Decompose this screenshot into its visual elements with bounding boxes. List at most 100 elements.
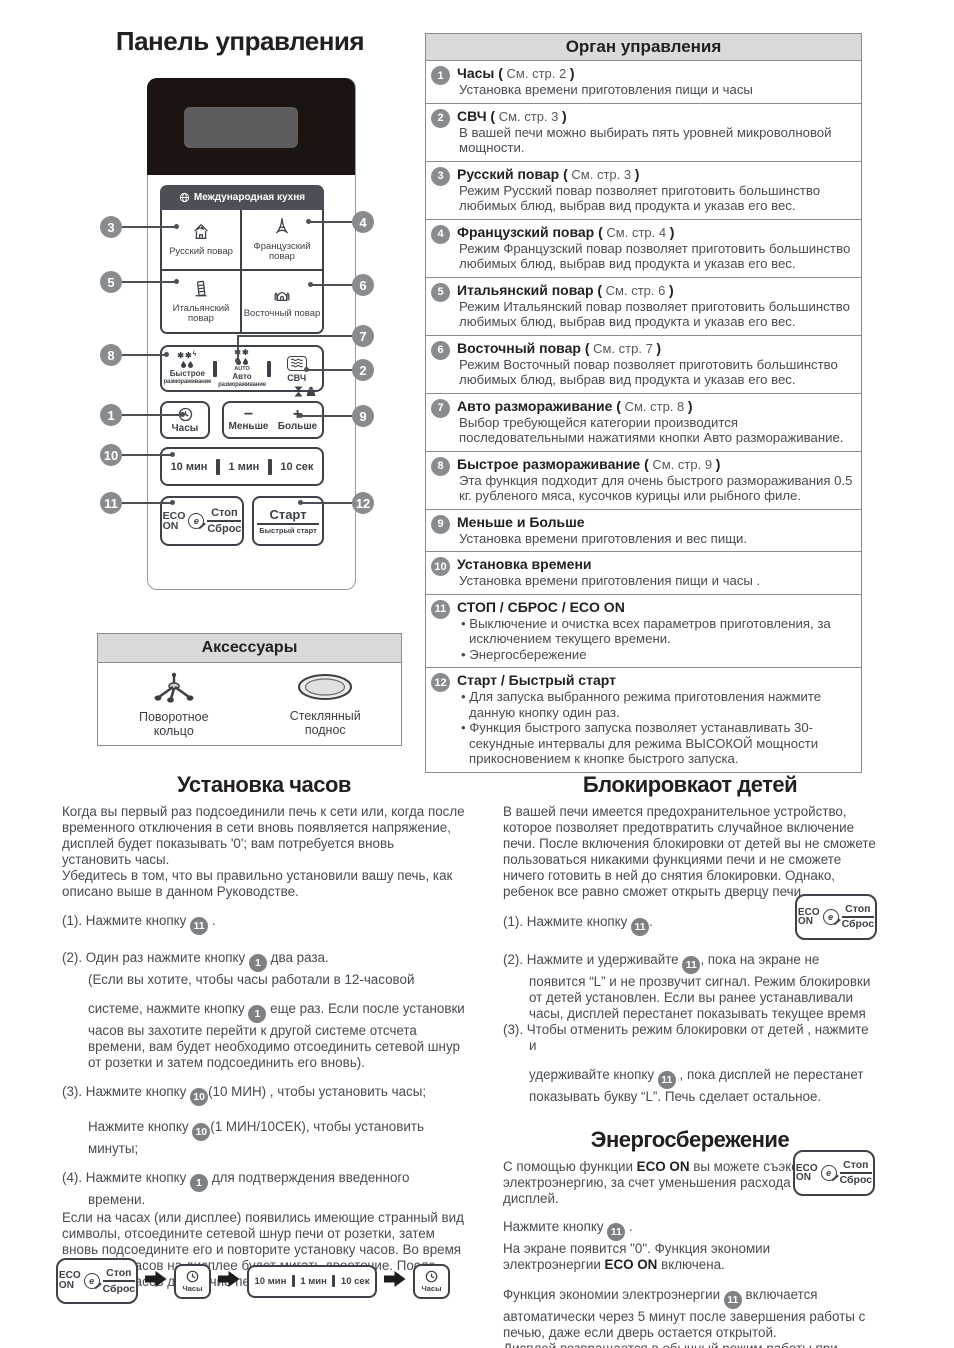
clock-step-4: (4). Нажмите кнопку 1 для подтверждения … (62, 1170, 410, 1207)
microwave-waves-icon (286, 355, 307, 371)
oriental-chef-label: Восточный повар (243, 308, 321, 319)
callout-dot (174, 279, 179, 284)
arrow-right-icon (145, 1270, 167, 1293)
badge-10: 10 (190, 1088, 209, 1106)
ten-min-button[interactable]: 10 мин (170, 460, 208, 473)
callout-line (302, 415, 352, 417)
table-row: 4 Французский повар ( См. стр. 4 ) Режим… (426, 220, 861, 278)
separator-bar (332, 1275, 336, 1287)
energy-note-1: На экране появится "0". Функция экономии… (503, 1241, 771, 1272)
russian-hut-icon (191, 222, 211, 246)
accessories-box: Аксессуары Поворотное кольцо Стеклянный … (97, 633, 402, 746)
clock-button[interactable]: Часы (174, 1263, 211, 1299)
eco-icon: e (820, 1165, 837, 1181)
table-row: 7 Авто размораживание ( См. стр. 8 ) Выб… (426, 394, 861, 452)
international-kitchen-group: Международная кухня Русский повар Францу… (160, 185, 324, 334)
roller-ring-item: Поворотное кольцо (98, 670, 250, 738)
less-button[interactable]: − Меньше (224, 403, 273, 437)
more-button[interactable]: + Больше (273, 403, 322, 437)
weight-icon (306, 384, 316, 402)
callout-line (122, 281, 176, 283)
eco-icon: e (188, 513, 205, 529)
callout-dot (170, 500, 175, 505)
clock-button[interactable]: Часы (160, 401, 210, 439)
time-set-row[interactable]: 10 мин 1 мин 10 сек (247, 1264, 377, 1298)
table-row: 9 Меньше и Больше Установка времени приг… (426, 510, 861, 552)
badge-1: 1 (248, 1005, 267, 1023)
child-lock-step-3b: удерживайте кнопку 11 , пока дисплей не … (529, 1067, 864, 1104)
row-number-badge: 11 (431, 599, 450, 619)
callout-6: 6 (352, 274, 374, 296)
start-button[interactable]: Старт Быстрый старт (252, 496, 324, 546)
eco-icon: e (83, 1273, 100, 1289)
ten-sec-button[interactable]: 10 сек (280, 460, 314, 473)
quick-defrost-button[interactable]: ✱✱ϟ Быстрое размораживание (163, 351, 212, 385)
callout-line (312, 284, 352, 286)
callout-12: 12 (352, 492, 374, 514)
globe-icon (179, 192, 190, 203)
badge-11: 11 (190, 917, 209, 935)
more-label: Больше (277, 421, 318, 432)
table-row: 6 Восточный повар ( См. стр. 7 ) Режим В… (426, 336, 861, 394)
callout-dot (308, 282, 313, 287)
clock-button-label: Часы (171, 422, 199, 434)
clock-icon (186, 1270, 199, 1283)
oriental-chef-button[interactable]: Восточный повар (242, 271, 322, 332)
badge-1: 1 (190, 1174, 209, 1192)
row-number-badge: 12 (431, 673, 450, 692)
italian-chef-label: Итальянский повар (172, 302, 230, 325)
callout-line (122, 502, 172, 504)
snowflake-icon: ✱✱ (234, 347, 250, 357)
mosque-icon (272, 284, 292, 308)
hourglass-icon (294, 384, 303, 402)
energy-note-3: Дисплей возвращается в обычный режим раб… (503, 1341, 877, 1348)
row-number-badge: 4 (431, 224, 450, 244)
table-row: 10 Установка времени Установка времени п… (426, 552, 861, 595)
clock-button[interactable]: Часы (413, 1263, 450, 1299)
italian-chef-button[interactable]: Итальянский повар (162, 271, 242, 332)
child-lock-step-3: (3). Чтобы отменить режим блокировки от … (503, 1022, 869, 1053)
glass-tray-icon (296, 671, 354, 706)
energy-note-2: Функция экономии электроэнергии 11 включ… (503, 1287, 866, 1340)
russian-chef-label: Русский повар (169, 246, 233, 257)
callout-line (302, 502, 352, 504)
separator-bar (267, 458, 272, 475)
glass-tray-label: Стеклянный поднос (289, 709, 361, 737)
clock-setup-intro: Когда вы первый раз подсоединили печь к … (62, 804, 465, 867)
auto-defrost-button[interactable]: ✱✱ AUTO Авто размораживание (218, 347, 266, 388)
one-min-button[interactable]: 1 мин (228, 460, 260, 473)
microwave-button[interactable]: СВЧ (271, 347, 322, 390)
eco-icon: e (822, 909, 839, 925)
time-weight-icons (294, 384, 316, 402)
separator-bar (212, 360, 217, 377)
panel-display-housing (147, 78, 355, 175)
quick-defrost-label: Быстрое (169, 369, 205, 378)
callout-9: 9 (352, 405, 374, 427)
drops-icon (181, 361, 194, 368)
table-row: 11 СТОП / СБРОС / ECO ON • Выключение и … (426, 595, 861, 668)
accessories-header: Аксессуары (98, 634, 401, 663)
callout-dot (235, 358, 240, 363)
child-lock-section: Блокировкаот детей В вашей печи имеется … (503, 772, 877, 1348)
callout-line (122, 414, 182, 416)
defrost-micro-row: ✱✱ϟ Быстрое размораживание ✱✱ AUTO Авто … (160, 345, 324, 392)
minus-sign: − (243, 406, 254, 423)
row-number-badge: 10 (431, 557, 450, 576)
child-lock-intro: В вашей печи имеется предохранительное у… (503, 804, 876, 899)
row-number-badge: 2 (431, 108, 450, 128)
callout-line (308, 369, 352, 371)
pisa-tower-icon (191, 278, 211, 302)
less-label: Меньше (228, 421, 269, 432)
row-number-badge: 8 (431, 456, 450, 476)
badge-11: 11 (682, 956, 701, 974)
clock-step-2b: системе, нажмите кнопку 1 еще раз. Если … (88, 1001, 465, 1070)
badge-11: 11 (607, 1223, 626, 1241)
callout-dot (170, 452, 175, 457)
russian-chef-button[interactable]: Русский повар (162, 210, 242, 271)
callout-3: 3 (100, 216, 122, 238)
page-title: Панель управления (115, 26, 365, 56)
